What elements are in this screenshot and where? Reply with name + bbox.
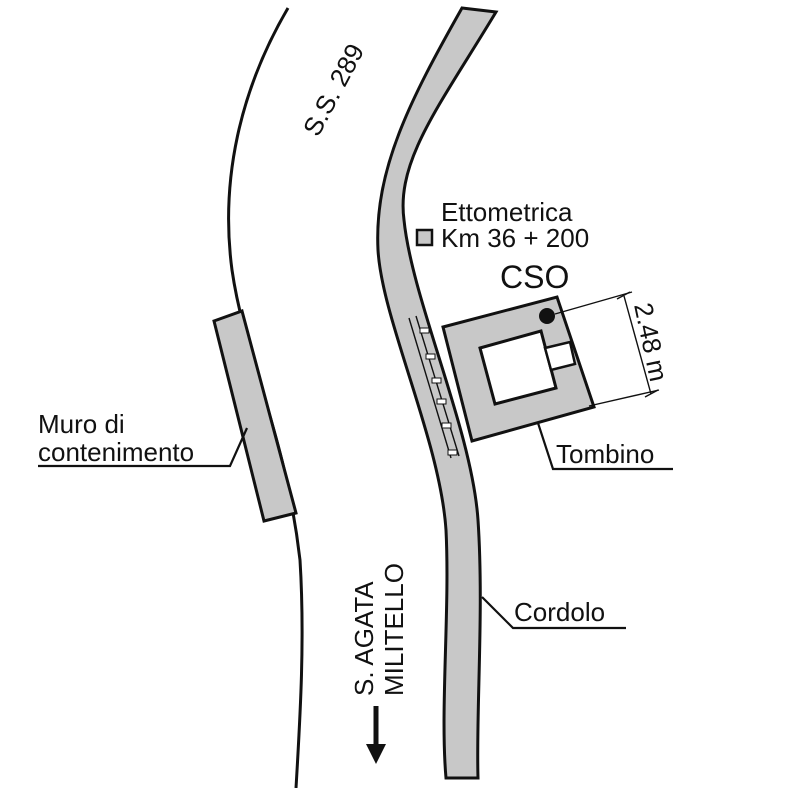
retaining-wall: [212, 309, 298, 523]
wall-label-line1: Muro di: [38, 409, 125, 439]
culvert-label: Tombino: [556, 439, 654, 469]
station-label: CSO: [500, 259, 569, 295]
curb-label: Cordolo: [514, 597, 605, 627]
station-dot-icon: [539, 308, 555, 324]
marker-label-line1: Ettometrica: [441, 197, 573, 227]
distance-dimension: [554, 291, 660, 407]
wall-leader: [38, 427, 249, 468]
marker-label-line2: Km 36 + 200: [441, 223, 589, 253]
direction-label-line2: MILITELLO: [379, 563, 409, 696]
wall-label-line2: contenimento: [38, 437, 194, 467]
curb-band: [376, 6, 499, 780]
arrow-down-icon: [366, 706, 386, 764]
road-name-label: S.S. 289: [297, 39, 370, 141]
distance-label: 2.48 m: [628, 300, 674, 384]
square-marker-icon: [415, 228, 434, 247]
curb-leader: [481, 596, 626, 630]
curb-grating: [408, 315, 460, 459]
culvert-structure: [441, 295, 596, 443]
culvert-leader: [536, 422, 673, 471]
direction-label-line1: S. AGATA: [349, 581, 379, 696]
